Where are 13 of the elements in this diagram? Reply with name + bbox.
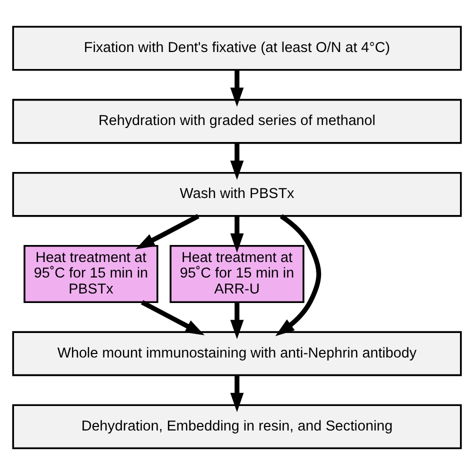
- arrow: [230, 216, 244, 252]
- arrow: [230, 142, 244, 180]
- node-box: Heat treatment at 95˚C for 15 min in ARR-U: [170, 244, 304, 303]
- node-box: Wash with PBSTx: [12, 171, 462, 216]
- node-box: Dehydration, Embedding in resin, and Sectioning: [12, 404, 462, 449]
- arrow: [230, 374, 244, 412]
- arrow: [230, 69, 244, 106]
- node-box: Whole mount immunostaining with anti-Nephrin antibody: [12, 330, 462, 376]
- node-box: Fixation with Dent's fixative (at least O/N at 4°C): [12, 25, 462, 70]
- arrow: [140, 300, 205, 335]
- arrow: [230, 302, 244, 339]
- node-box: Heat treatment at 95˚C for 15 min in PBSTx: [24, 244, 158, 303]
- node-box: Rehydration with graded series of methanol: [12, 98, 462, 144]
